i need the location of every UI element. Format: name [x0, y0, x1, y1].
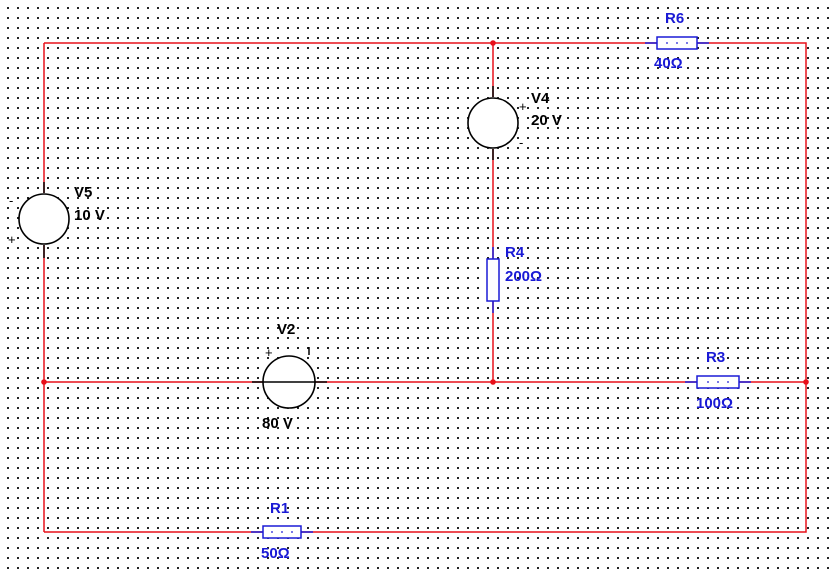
- resistor-r6[interactable]: R6 40Ω: [645, 10, 709, 72]
- junction-node: [41, 379, 47, 385]
- source-circle-icon: [18, 193, 70, 245]
- wire-bottom: [44, 382, 807, 533]
- v5-plus-sign: +: [8, 232, 16, 247]
- r3-label: R3: [706, 349, 725, 366]
- r1-label: R1: [270, 500, 289, 517]
- resistor-r4[interactable]: R4 200Ω: [486, 244, 542, 313]
- voltage-source-v5[interactable]: - + V5 10 V: [8, 182, 105, 258]
- voltage-source-v2[interactable]: + V2 80 V: [252, 321, 327, 432]
- v2-plus-sign: +: [265, 345, 273, 360]
- junction-node: [490, 379, 496, 385]
- v4-plus-sign: +: [519, 99, 527, 114]
- r6-value: 40Ω: [654, 55, 683, 72]
- v2-label: V2: [277, 321, 295, 338]
- resistor-body-icon: [486, 258, 500, 302]
- r3-value: 100Ω: [696, 395, 733, 412]
- v5-minus-sign: -: [9, 193, 13, 208]
- r1-value: 50Ω: [261, 545, 290, 562]
- v2-value: 80 V: [262, 415, 293, 432]
- v4-minus-sign: -: [519, 135, 523, 150]
- wire-top: [44, 42, 807, 382]
- source-circle-icon: [467, 97, 519, 149]
- junction-node: [803, 379, 809, 385]
- r6-label: R6: [665, 10, 684, 27]
- resistor-r3[interactable]: R3 100Ω: [685, 349, 751, 412]
- r4-value: 200Ω: [505, 268, 542, 285]
- voltage-source-v4[interactable]: + - V4 20 V: [467, 86, 562, 160]
- r4-label: R4: [505, 244, 525, 261]
- v4-label: V4: [531, 90, 550, 107]
- v5-value: 10 V: [74, 207, 105, 224]
- junctions: [41, 40, 809, 385]
- junction-node: [490, 40, 496, 46]
- v4-value: 20 V: [531, 112, 562, 129]
- wires: [43, 42, 807, 533]
- v5-label: V5: [74, 184, 92, 201]
- resistor-r1[interactable]: R1 50Ω: [251, 500, 313, 562]
